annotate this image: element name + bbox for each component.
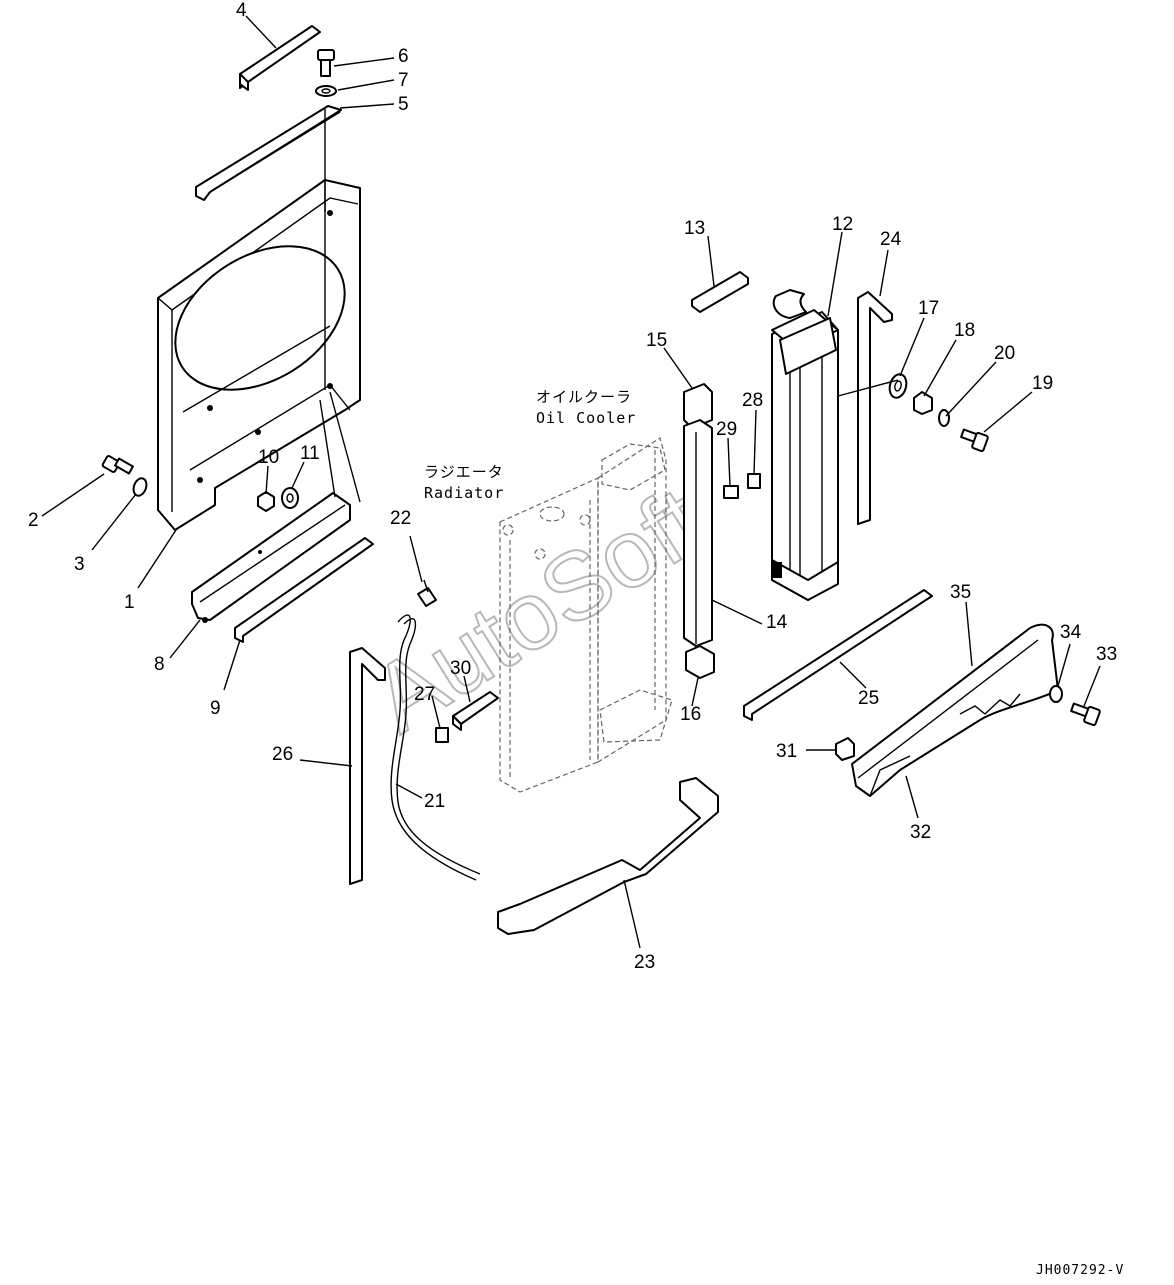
label-oil-cooler-en: Oil Cooler	[536, 409, 636, 427]
part-18-nut	[913, 391, 933, 415]
part-29-block	[723, 485, 739, 499]
part-34-washer	[1049, 685, 1063, 703]
part-12-oil-cooler	[771, 289, 839, 601]
callout-33: 33	[1096, 644, 1117, 665]
callout-32: 32	[910, 822, 931, 843]
leader-lines	[41, 15, 1101, 949]
part-6-bolt	[317, 49, 335, 77]
component-labels: オイルクーラ Oil Cooler ラジエータ Radiator	[424, 388, 636, 502]
part-4-spacer-block	[239, 25, 321, 91]
callout-11: 11	[300, 443, 320, 464]
callout-30: 30	[450, 658, 471, 679]
callout-19: 19	[1032, 373, 1053, 394]
part-33-bolt	[1070, 702, 1101, 727]
callout-26: 26	[272, 744, 293, 765]
label-radiator-en: Radiator	[424, 484, 504, 502]
callout-34: 34	[1060, 622, 1082, 643]
radiator-phantom	[499, 437, 673, 793]
callout-5: 5	[398, 94, 409, 115]
callout-9: 9	[210, 698, 221, 719]
callout-16: 16	[680, 704, 701, 725]
part-23-bottom-seal	[497, 777, 719, 935]
callout-29: 29	[716, 419, 737, 440]
callout-12: 12	[832, 214, 853, 235]
callout-25: 25	[858, 688, 879, 709]
part-16-block	[685, 645, 715, 679]
part-28-block	[747, 473, 761, 489]
callout-10: 10	[258, 447, 279, 468]
callout-28: 28	[742, 390, 763, 411]
part-21-hose	[390, 614, 481, 881]
label-oil-cooler-jp: オイルクーラ	[536, 388, 632, 406]
part-27-block	[435, 727, 449, 743]
callout-numbers: 1 2 3 4 5 6 7 8 9 10 11 12 13 14 15 16 1…	[28, 0, 1117, 973]
label-radiator-jp: ラジエータ	[424, 463, 504, 481]
callout-21: 21	[424, 791, 445, 812]
callout-3: 3	[74, 554, 85, 575]
part-5-upper-bracket	[195, 105, 342, 201]
part-35-cover	[851, 623, 1059, 797]
callout-7: 7	[398, 70, 409, 91]
callout-35: 35	[950, 582, 971, 603]
part-13-seal	[691, 271, 749, 313]
callout-24: 24	[880, 229, 902, 250]
part-2-bolt	[101, 455, 134, 475]
callout-4: 4	[236, 0, 247, 21]
callout-20: 20	[994, 343, 1015, 364]
callout-14: 14	[766, 612, 788, 633]
callout-13: 13	[684, 218, 705, 239]
part-25-long-seal	[743, 589, 933, 721]
callout-22: 22	[390, 508, 411, 529]
part-10-nut	[257, 491, 275, 512]
part-11-washer	[281, 487, 299, 509]
part-31-block	[835, 737, 855, 761]
part-20-washer	[938, 409, 950, 427]
callout-27: 27	[414, 684, 435, 705]
part-19-bolt	[960, 428, 989, 453]
callout-23: 23	[634, 952, 655, 973]
part-3-washer	[132, 477, 148, 497]
callout-31: 31	[776, 741, 797, 762]
callout-8: 8	[154, 654, 165, 675]
part-22-clip	[417, 579, 437, 607]
part-30-seal	[452, 691, 499, 731]
part-14-vertical-seal	[683, 419, 713, 647]
part-9-lower-seal	[234, 537, 374, 643]
callout-6: 6	[398, 46, 409, 67]
reference-code: JH007292-V	[1036, 1263, 1124, 1278]
part-24-l-seal	[857, 291, 893, 525]
callout-1: 1	[124, 592, 135, 613]
callout-17: 17	[918, 298, 939, 319]
part-26-l-seal	[349, 647, 386, 885]
part-1-fan-shroud	[157, 179, 361, 531]
part-8-lower-bracket	[191, 492, 351, 623]
callout-18: 18	[954, 320, 975, 341]
callout-15: 15	[646, 330, 667, 351]
part-17-washer	[888, 373, 908, 399]
part-15-block	[683, 383, 713, 429]
part-7-washer	[315, 85, 337, 97]
callout-2: 2	[28, 510, 39, 531]
